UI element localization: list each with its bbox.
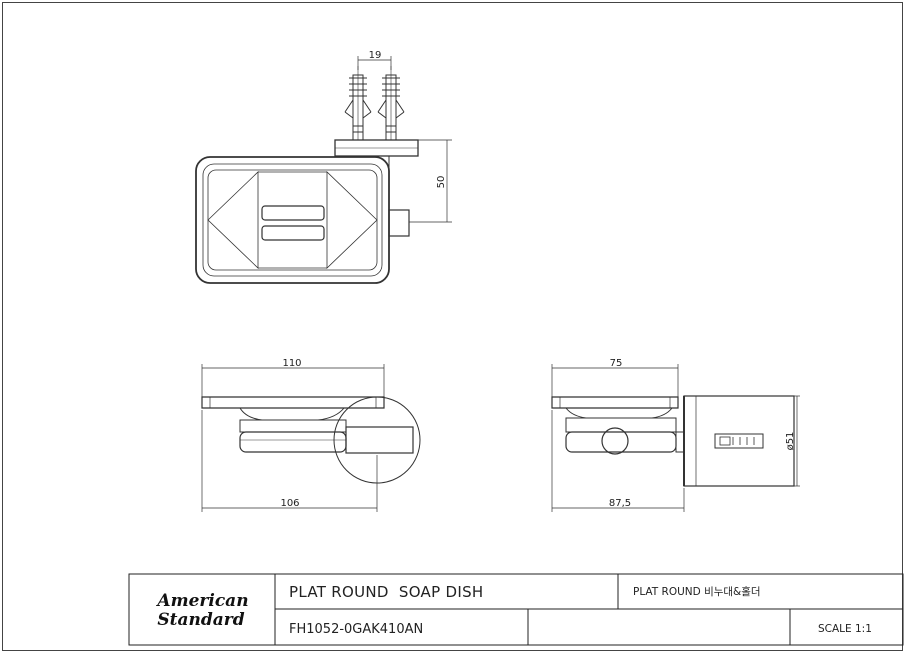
model-number: FH1052-0GAK410AN: [289, 622, 423, 637]
wall-flange: [683, 395, 795, 487]
side-view: [551, 364, 800, 512]
brand-logo-line1: American: [155, 591, 248, 611]
dim-label-diameter: ø51: [785, 432, 796, 451]
dim-label-side-bottom: 87,5: [609, 498, 631, 509]
dim-label-front-bottom: 106: [280, 498, 299, 509]
dim-label-height: 50: [436, 176, 447, 189]
dimension-50: [409, 139, 452, 223]
scale-label: SCALE 1:1: [818, 623, 872, 635]
product-name: PLAT ROUND SOAP DISH: [289, 583, 484, 601]
dim-label-anchor-spacing: 19: [369, 50, 382, 61]
top-view: [195, 56, 452, 284]
brand-logo-line2: Standard: [157, 610, 244, 630]
dim-label-front-top: 110: [282, 358, 301, 369]
drain-slot: [261, 205, 325, 221]
wall-anchor-left: [344, 66, 372, 141]
dim-label-side-top: 75: [610, 358, 623, 369]
wall-anchor-right: [377, 66, 405, 141]
product-name-local: PLAT ROUND 비누대&홀더: [633, 585, 761, 598]
front-view: [201, 364, 421, 512]
title-block: [128, 573, 904, 646]
arm-connector: [388, 209, 410, 237]
dimension-19: [357, 56, 392, 70]
knob: [601, 427, 629, 455]
